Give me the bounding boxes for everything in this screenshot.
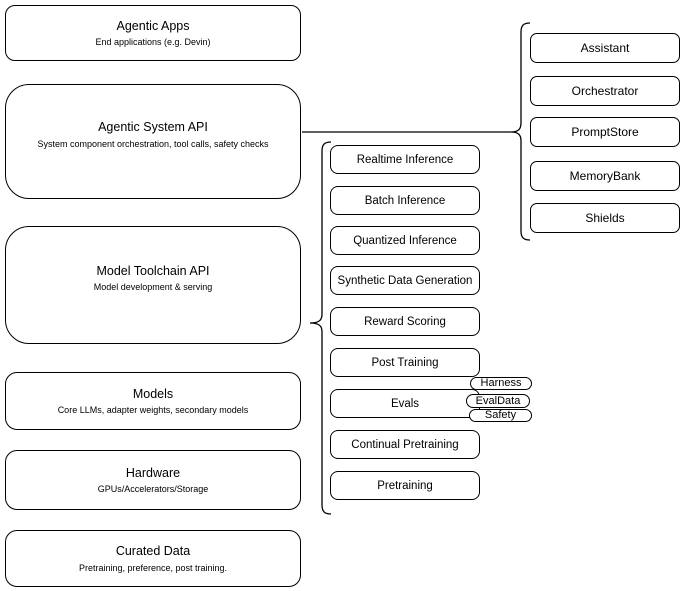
node-title: Agentic Apps [116, 18, 190, 33]
node-shields: Shields [530, 203, 680, 233]
node-batch-inference: Batch Inference [330, 186, 480, 215]
node-text: Models Core LLMs, adapter weights, secon… [58, 387, 249, 416]
node-label: Batch Inference [364, 194, 446, 207]
node-orchestrator: Orchestrator [530, 76, 680, 106]
node-text: Curated Data Pretraining, preference, po… [79, 544, 227, 573]
node-promptstore: PromptStore [530, 117, 680, 147]
node-title: Hardware [125, 465, 181, 480]
node-memorybank: MemoryBank [530, 161, 680, 191]
node-agentic-apps: Agentic Apps End applications (e.g. Devi… [5, 5, 301, 61]
node-label: Quantized Inference [353, 234, 457, 247]
node-pretraining: Pretraining [330, 471, 480, 500]
node-title: Curated Data [115, 544, 191, 559]
node-curated-data: Curated Data Pretraining, preference, po… [5, 530, 301, 587]
node-label: Orchestrator [571, 84, 639, 98]
tag-label: EvalData [475, 394, 521, 407]
node-subtitle: GPUs/Accelerators/Storage [97, 484, 209, 495]
tag-harness: Harness [470, 377, 532, 390]
node-text: Hardware GPUs/Accelerators/Storage [98, 466, 209, 495]
node-reward-scoring: Reward Scoring [330, 307, 480, 336]
node-quantized-inference: Quantized Inference [330, 226, 480, 255]
node-model-toolchain-api: Model Toolchain API Model development & … [5, 226, 301, 344]
node-label: Evals [390, 397, 420, 410]
system-components-brace [510, 22, 531, 241]
node-text: Model Toolchain API Model development & … [94, 264, 213, 293]
node-models: Models Core LLMs, adapter weights, secon… [5, 372, 301, 430]
node-label: PromptStore [571, 125, 639, 139]
node-label: Synthetic Data Generation [337, 274, 473, 287]
node-text: Agentic Apps End applications (e.g. Devi… [95, 19, 210, 48]
node-assistant: Assistant [530, 33, 680, 63]
node-evals: Evals [330, 389, 480, 418]
node-text: Agentic System API System component orch… [37, 120, 268, 149]
node-subtitle: System component orchestration, tool cal… [37, 138, 269, 149]
node-subtitle: End applications (e.g. Devin) [95, 37, 211, 48]
node-label: MemoryBank [569, 169, 641, 183]
node-label: Post Training [371, 356, 439, 369]
node-subtitle: Pretraining, preference, post training. [78, 562, 228, 573]
node-hardware: Hardware GPUs/Accelerators/Storage [5, 450, 301, 510]
node-label: Shields [585, 211, 625, 225]
node-title: Agentic System API [98, 120, 208, 135]
node-post-training: Post Training [330, 348, 480, 377]
node-realtime-inference: Realtime Inference [330, 145, 480, 174]
node-continual-pretraining: Continual Pretraining [330, 430, 480, 459]
tag-label: Harness [480, 377, 522, 389]
node-synthetic-data-generation: Synthetic Data Generation [330, 266, 480, 295]
node-agentic-system-api: Agentic System API System component orch… [5, 84, 301, 199]
node-label: Pretraining [377, 479, 433, 492]
toolchain-items-brace [309, 141, 332, 515]
node-label: Assistant [580, 41, 630, 55]
tag-label: Safety [484, 409, 517, 421]
node-title: Model Toolchain API [96, 263, 210, 278]
node-label: Continual Pretraining [351, 438, 459, 451]
node-subtitle: Model development & serving [93, 282, 213, 293]
tag-evaldata: EvalData [466, 394, 530, 408]
node-title: Models [132, 386, 174, 401]
tag-safety: Safety [469, 409, 532, 422]
node-label: Reward Scoring [364, 315, 446, 328]
node-subtitle: Core LLMs, adapter weights, secondary mo… [57, 405, 249, 416]
node-label: Realtime Inference [356, 153, 454, 166]
